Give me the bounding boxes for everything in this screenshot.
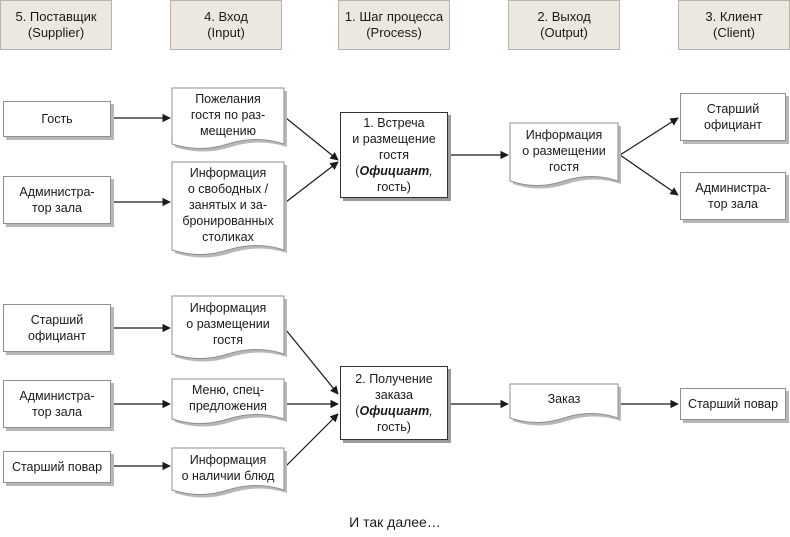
header-title: 3. Клиент (705, 9, 763, 24)
header-title: 1. Шаг процесса (344, 9, 444, 24)
arrow-placement-to-process2 (285, 329, 339, 395)
process-line: гостя (379, 148, 409, 162)
arrow-output1-to-admin (619, 154, 679, 196)
arrow-wishes-to-process1 (285, 117, 339, 161)
header-subtitle: (Input) (207, 25, 245, 40)
arrow-availability-to-process2 (285, 413, 339, 467)
header-client: 3. Клиент (Client) (678, 0, 790, 50)
arrow-output1-to-senior-waiter (619, 117, 679, 156)
supplier-hall-admin: Администра- тор зала (3, 176, 111, 224)
output-placement-info: Информация о размещении гостя (509, 122, 621, 189)
header-title: 4. Вход (204, 9, 248, 24)
supplier-senior-waiter: Старший официант (3, 304, 111, 352)
process-role-suffix: , (429, 164, 433, 178)
footer-note: И так далее… (349, 514, 441, 530)
arrow-tableinfo-to-process1 (285, 161, 339, 203)
output-order: Заказ (509, 383, 621, 426)
process-line: и размещение (352, 132, 436, 146)
client-head-chef: Старший повар (680, 388, 786, 420)
supplier-hall-admin-2: Администра- тор зала (3, 380, 111, 428)
input-menu-specials: Меню, спец- предложения (171, 378, 287, 427)
process-step-1: 1. Встреча и размещение гостя (Официант,… (340, 112, 448, 198)
process-role: Официант (359, 404, 430, 418)
header-input: 4. Вход (Input) (170, 0, 282, 50)
input-guest-wishes: Пожелания гостя по раз- мещению (171, 87, 287, 152)
supplier-guest: Гость (3, 101, 111, 137)
process-line: гость) (377, 180, 411, 194)
supplier-head-chef: Старший повар (3, 451, 111, 483)
header-subtitle: (Supplier) (27, 25, 85, 40)
header-title: 5. Поставщик (15, 9, 97, 24)
document-shape (171, 447, 287, 498)
header-process: 1. Шаг процесса (Process) (338, 0, 450, 50)
document-shape (509, 383, 621, 426)
input-table-info: Информация о свободных / занятых и за- б… (171, 161, 287, 258)
process-step-2: 2. Получение заказа (Официант, гость) (340, 366, 448, 440)
document-shape (509, 122, 621, 189)
process-line: заказа (375, 388, 413, 402)
doc-text: Информация о свободных / занятых и за- б… (182, 166, 274, 244)
document-shape (171, 161, 287, 258)
doc-text: Информация о размещении гостя (522, 128, 606, 174)
process-role-line: (Официант, (355, 404, 433, 418)
doc-text: Информация о размещении гостя (186, 301, 270, 347)
header-output: 2. Выход (Output) (508, 0, 620, 50)
process-line: гость) (377, 420, 411, 434)
input-dish-availability: Информация о наличии блюд (171, 447, 287, 498)
header-subtitle: (Client) (713, 25, 755, 40)
document-shape (171, 87, 287, 152)
header-subtitle: (Output) (540, 25, 588, 40)
doc-text: Информация о наличии блюд (181, 453, 275, 483)
process-line: 1. Встреча (363, 116, 425, 130)
client-hall-admin: Администра- тор зала (680, 172, 786, 220)
process-line: 2. Получение (355, 372, 433, 386)
process-role-suffix: , (429, 404, 433, 418)
document-shape (171, 295, 287, 362)
header-subtitle: (Process) (366, 25, 422, 40)
process-role-line: (Официант, (355, 164, 433, 178)
process-role: Официант (359, 164, 430, 178)
header-title: 2. Выход (537, 9, 591, 24)
document-shape (171, 378, 287, 427)
doc-text: Меню, спец- предложения (189, 383, 267, 413)
header-supplier: 5. Поставщик (Supplier) (0, 0, 112, 50)
doc-text: Заказ (547, 392, 581, 406)
input-placement-info: Информация о размещении гостя (171, 295, 287, 362)
client-senior-waiter: Старший официант (680, 93, 786, 141)
doc-text: Пожелания гостя по раз- мещению (190, 92, 266, 138)
